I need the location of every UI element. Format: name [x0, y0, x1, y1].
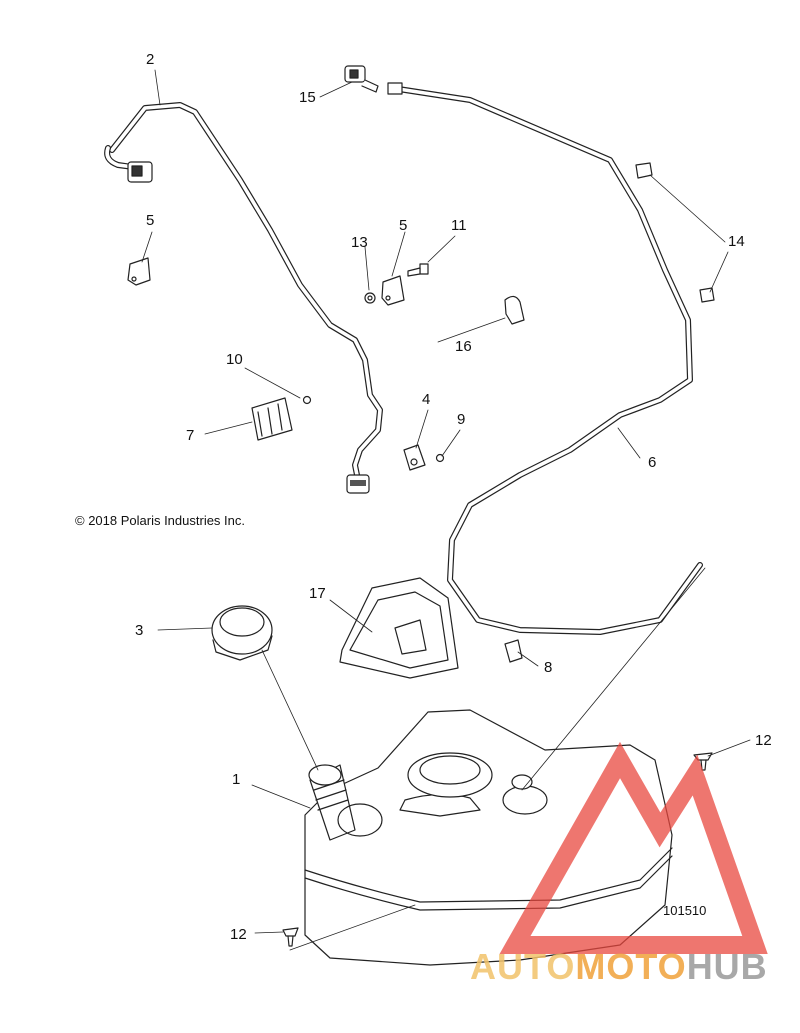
brand-part-moto: MOTO	[575, 946, 687, 987]
clip-part-5-left	[127, 257, 151, 286]
callout-14: 14	[728, 233, 745, 250]
callout-5-middle: 5	[399, 217, 408, 234]
clip-part-7	[251, 397, 293, 441]
watermark-brand: AUTOMOTOHUB	[470, 946, 768, 988]
fuel-tank-part-1	[304, 709, 673, 966]
bracket-part-16	[504, 295, 525, 325]
callout-11: 11	[451, 217, 467, 234]
callout-7: 7	[186, 427, 195, 444]
callout-17: 17	[309, 585, 326, 602]
check-valve-part-15	[344, 65, 379, 93]
nut-part-13	[364, 292, 376, 304]
callout-13: 13	[351, 234, 368, 251]
callout-3: 3	[135, 622, 144, 639]
callout-12-left: 12	[230, 926, 247, 943]
clamp-part-4	[403, 444, 426, 471]
callout-8: 8	[544, 659, 553, 676]
fuel-line-part-2	[104, 102, 383, 494]
callout-12-right: 12	[755, 732, 772, 749]
leader-lines	[141, 69, 751, 951]
push-pin-part-12-left	[282, 927, 299, 947]
screw-part-10	[302, 395, 312, 405]
fitting-part-14	[635, 162, 715, 303]
callout-15: 15	[299, 89, 316, 106]
callout-5-left: 5	[146, 212, 155, 229]
callout-6: 6	[648, 454, 657, 471]
figure-number: 101510	[663, 903, 707, 918]
callout-2: 2	[146, 51, 155, 68]
brand-part-hub: HUB	[686, 946, 768, 987]
clip-part-5-middle	[381, 275, 405, 306]
heat-shield-part-17	[339, 577, 459, 679]
brand-part-auto: AUTO	[470, 946, 576, 987]
screw-part-11	[407, 263, 429, 277]
copyright-text: © 2018 Polaris Industries Inc.	[75, 513, 245, 528]
watermark-logo-icon	[499, 741, 768, 954]
vent-line-part-6	[387, 82, 703, 635]
fuel-cap-part-3	[211, 605, 273, 661]
callout-9: 9	[457, 411, 466, 428]
clip-part-8	[504, 639, 523, 663]
callout-1: 1	[232, 771, 241, 788]
callout-10: 10	[226, 351, 243, 368]
callout-4: 4	[422, 391, 431, 408]
callout-16: 16	[455, 338, 472, 355]
